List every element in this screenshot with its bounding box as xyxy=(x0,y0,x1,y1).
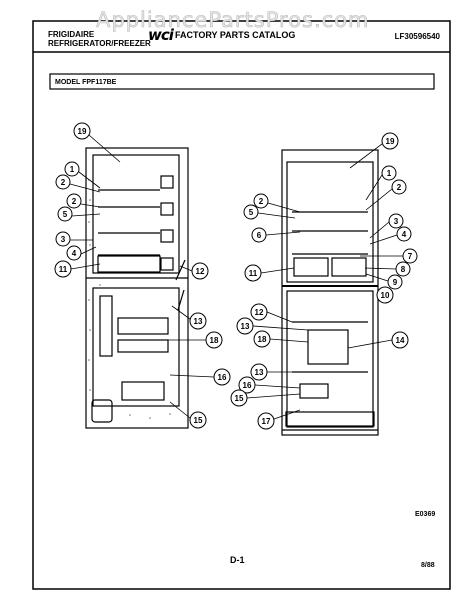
watermark-text: AppliancePartsPros.com xyxy=(96,8,370,33)
svg-text:18: 18 xyxy=(210,336,219,345)
callout-bubble: 18 xyxy=(253,330,271,348)
callout-bubble: 13 xyxy=(189,312,207,330)
wci-logo: wci xyxy=(148,26,174,44)
callout-bubble: 11 xyxy=(54,260,72,278)
svg-text:2: 2 xyxy=(397,183,402,192)
svg-text:5: 5 xyxy=(249,208,254,217)
callout-bubble: 2 xyxy=(391,179,407,195)
callout-bubble: 7 xyxy=(402,248,418,264)
callout-bubble: 19 xyxy=(73,122,91,140)
svg-text:1: 1 xyxy=(387,169,392,178)
callout-bubble: 18 xyxy=(205,331,223,349)
right-callouts: 19 1 2 2 5 3 4 6 7 8 9 10 11 12 13 18 14… xyxy=(230,132,418,430)
callout-bubble: 14 xyxy=(391,331,409,349)
callout-bubble: 11 xyxy=(244,264,262,282)
brand-line-1: FRIGIDAIRE xyxy=(48,30,95,39)
svg-text:16: 16 xyxy=(218,373,227,382)
svg-text:19: 19 xyxy=(78,127,87,136)
callout-bubble: 5 xyxy=(57,206,73,222)
svg-text:13: 13 xyxy=(255,368,264,377)
svg-text:18: 18 xyxy=(258,335,267,344)
svg-text:12: 12 xyxy=(196,267,205,276)
svg-text:15: 15 xyxy=(194,416,203,425)
callout-bubble: 2 xyxy=(253,193,269,209)
callout-bubble: 9 xyxy=(387,274,403,290)
callout-bubble: 3 xyxy=(55,231,71,247)
svg-text:19: 19 xyxy=(386,137,395,146)
left-section-view xyxy=(85,147,189,429)
date-code: 8/88 xyxy=(421,562,435,569)
callout-bubble: 19 xyxy=(381,132,399,150)
svg-text:7: 7 xyxy=(408,252,413,261)
callout-bubble: 17 xyxy=(257,412,275,430)
callout-bubble: 15 xyxy=(189,411,207,429)
callout-bubble: 12 xyxy=(250,303,268,321)
svg-text:3: 3 xyxy=(394,217,399,226)
callout-bubble: 12 xyxy=(191,262,209,280)
callout-bubble: 6 xyxy=(251,227,267,243)
callout-bubble: 13 xyxy=(236,317,254,335)
callout-bubble: 16 xyxy=(213,368,231,386)
svg-text:10: 10 xyxy=(381,291,390,300)
svg-text:4: 4 xyxy=(72,249,77,258)
svg-text:15: 15 xyxy=(235,394,244,403)
catalog-title: FACTORY PARTS CATALOG xyxy=(175,30,296,40)
callout-bubble: 2 xyxy=(66,193,82,209)
callout-bubble: 4 xyxy=(396,226,412,242)
right-front-view xyxy=(281,149,379,436)
right-leaders xyxy=(246,143,403,420)
callout-bubble: 5 xyxy=(243,204,259,220)
svg-text:4: 4 xyxy=(402,230,407,239)
diagram-code: E0369 xyxy=(415,511,436,518)
svg-text:16: 16 xyxy=(243,381,252,390)
svg-text:2: 2 xyxy=(259,197,264,206)
svg-text:3: 3 xyxy=(61,235,66,244)
part-number: LF30596540 xyxy=(394,32,440,41)
callout-bubble: 10 xyxy=(376,286,394,304)
svg-text:14: 14 xyxy=(396,336,405,345)
svg-text:6: 6 xyxy=(257,231,262,240)
svg-text:8: 8 xyxy=(401,265,406,274)
svg-text:13: 13 xyxy=(241,322,250,331)
brand-line-2: REFRIGERATOR/FREEZER xyxy=(48,39,151,48)
svg-text:11: 11 xyxy=(249,269,258,278)
svg-text:11: 11 xyxy=(59,265,68,274)
svg-text:2: 2 xyxy=(72,197,77,206)
svg-text:9: 9 xyxy=(393,278,398,287)
left-leaders xyxy=(69,134,215,419)
callout-bubble: 8 xyxy=(395,261,411,277)
callout-bubble: 2 xyxy=(55,174,71,190)
callout-bubble: 1 xyxy=(64,161,80,177)
callout-bubble: 3 xyxy=(388,213,404,229)
left-callouts: 19 1 2 2 5 3 4 11 12 13 18 16 15 xyxy=(54,122,231,429)
callout-bubble: 4 xyxy=(66,245,82,261)
svg-text:5: 5 xyxy=(63,210,68,219)
callout-bubble: 1 xyxy=(381,165,397,181)
page-number: D-1 xyxy=(230,555,245,565)
callout-bubble: 15 xyxy=(230,389,248,407)
svg-text:17: 17 xyxy=(262,417,271,426)
svg-text:12: 12 xyxy=(255,308,264,317)
svg-text:2: 2 xyxy=(61,178,66,187)
svg-text:13: 13 xyxy=(194,317,203,326)
svg-text:1: 1 xyxy=(70,165,75,174)
model-label: MODEL FPF117BE xyxy=(55,79,117,86)
callout-bubble: 13 xyxy=(250,363,268,381)
